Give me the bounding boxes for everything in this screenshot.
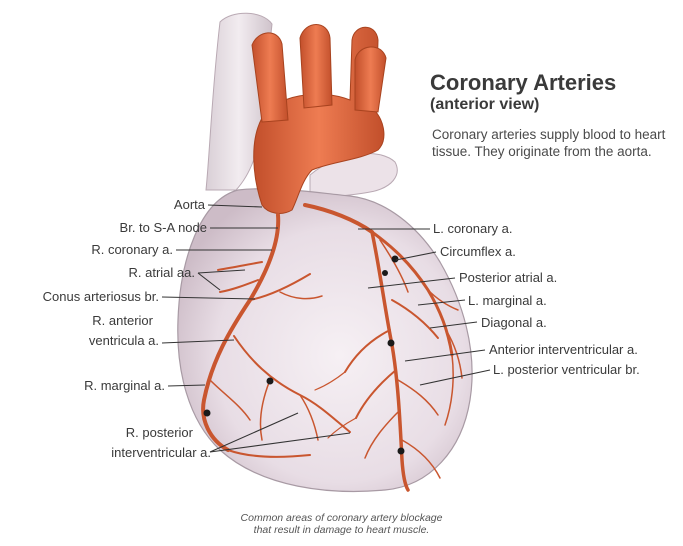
blockage-dot: [388, 340, 395, 347]
label-r-marginal: R. marginal a.: [84, 378, 165, 393]
diagram-subtitle: (anterior view): [430, 96, 539, 114]
diagram-description: Coronary arteries supply blood to heart …: [432, 126, 667, 160]
label-diagonal: Diagonal a.: [481, 315, 547, 330]
label-r-posterior: R. posterior: [126, 425, 193, 440]
blockage-dot: [392, 256, 399, 263]
label-l-marginal: L. marginal a.: [468, 293, 547, 308]
label-interventricular: interventricular a.: [111, 445, 211, 460]
label-r-anterior: R. anterior: [92, 313, 153, 328]
aorta-branch-3: [355, 47, 386, 112]
label-conus-arteriosus: Conus arteriosus br.: [43, 289, 159, 304]
caption-line-2: that result in damage to heart muscle.: [0, 524, 683, 536]
label-anterior-interventricular: Anterior interventricular a.: [489, 342, 638, 357]
label-br-to-sa-node: Br. to S-A node: [120, 220, 207, 235]
label-l-coronary: L. coronary a.: [433, 221, 513, 236]
blockage-dot: [382, 270, 388, 276]
blockage-dot: [398, 448, 405, 455]
label-l-posterior-ventricular: L. posterior ventricular br.: [493, 362, 640, 377]
label-posterior-atrial: Posterior atrial a.: [459, 270, 557, 285]
blockage-dot: [204, 410, 211, 417]
caption: Common areas of coronary artery blockage…: [0, 512, 683, 536]
blockage-dot: [267, 378, 274, 385]
label-r-coronary: R. coronary a.: [91, 242, 173, 257]
diagram-title: Coronary Arteries: [430, 70, 616, 96]
label-ventricula: ventricula a.: [89, 333, 159, 348]
label-r-atrial: R. atrial aa.: [129, 265, 195, 280]
label-aorta: Aorta: [174, 197, 205, 212]
aorta-branch-2: [300, 25, 332, 109]
caption-line-1: Common areas of coronary artery blockage: [0, 512, 683, 524]
label-circumflex: Circumflex a.: [440, 244, 516, 259]
